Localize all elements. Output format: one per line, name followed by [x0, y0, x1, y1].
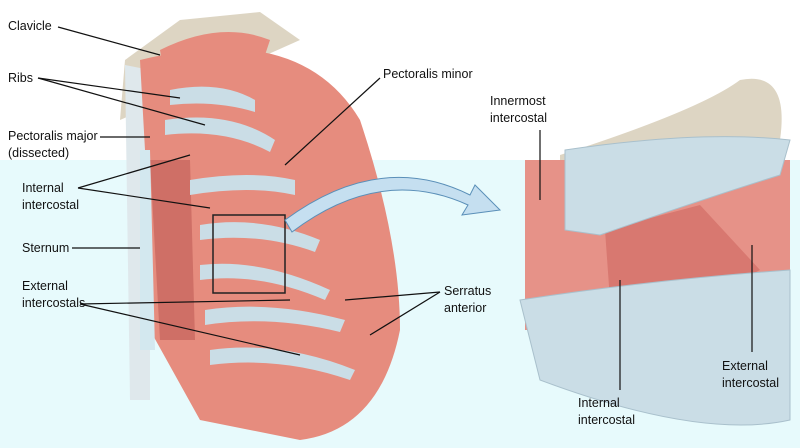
- label-serratus-anterior: Serratus anterior: [444, 283, 491, 317]
- label-external-intercostals: External intercostals: [22, 278, 85, 312]
- label-line: intercostal: [22, 198, 79, 212]
- label-line: External: [22, 279, 68, 293]
- label-line: External: [722, 359, 768, 373]
- label-line: (dissected): [8, 146, 70, 160]
- label-pectoralis-major: Pectoralis major (dissected): [8, 128, 98, 162]
- label-line: intercostal: [722, 376, 779, 390]
- label-line: Internal: [578, 396, 620, 410]
- costal-cartilage: [150, 160, 195, 340]
- label-external-intercostal-right: External intercostal: [722, 358, 779, 392]
- label-line: intercostal: [578, 413, 635, 427]
- magnify-arrow: [284, 176, 502, 233]
- label-internal-intercostal-left: Internal intercostal: [22, 180, 79, 214]
- sternum: [140, 150, 155, 350]
- label-clavicle: Clavicle: [8, 19, 52, 33]
- lower-rib: [519, 269, 791, 426]
- label-pectoralis-minor: Pectoralis minor: [383, 67, 473, 81]
- label-line: intercostal: [490, 111, 547, 125]
- upper-rib: [564, 136, 791, 236]
- label-internal-intercostal-right: Internal intercostal: [578, 395, 635, 429]
- label-line: Pectoralis major: [8, 129, 98, 143]
- label-line: intercostals: [22, 296, 86, 310]
- label-line: Serratus: [444, 284, 492, 298]
- label-line: Innermost: [490, 94, 546, 108]
- label-ribs: Ribs: [8, 71, 34, 85]
- ribs-group: [165, 86, 355, 380]
- label-sternum: Sternum: [22, 241, 70, 255]
- label-line: anterior: [444, 301, 487, 315]
- ribcage-muscles: [140, 48, 400, 441]
- zoom-box: [212, 214, 286, 294]
- label-innermost-intercostal: Innermost intercostal: [490, 93, 547, 127]
- label-line: Internal: [22, 181, 64, 195]
- leader-lines: [37, 26, 753, 390]
